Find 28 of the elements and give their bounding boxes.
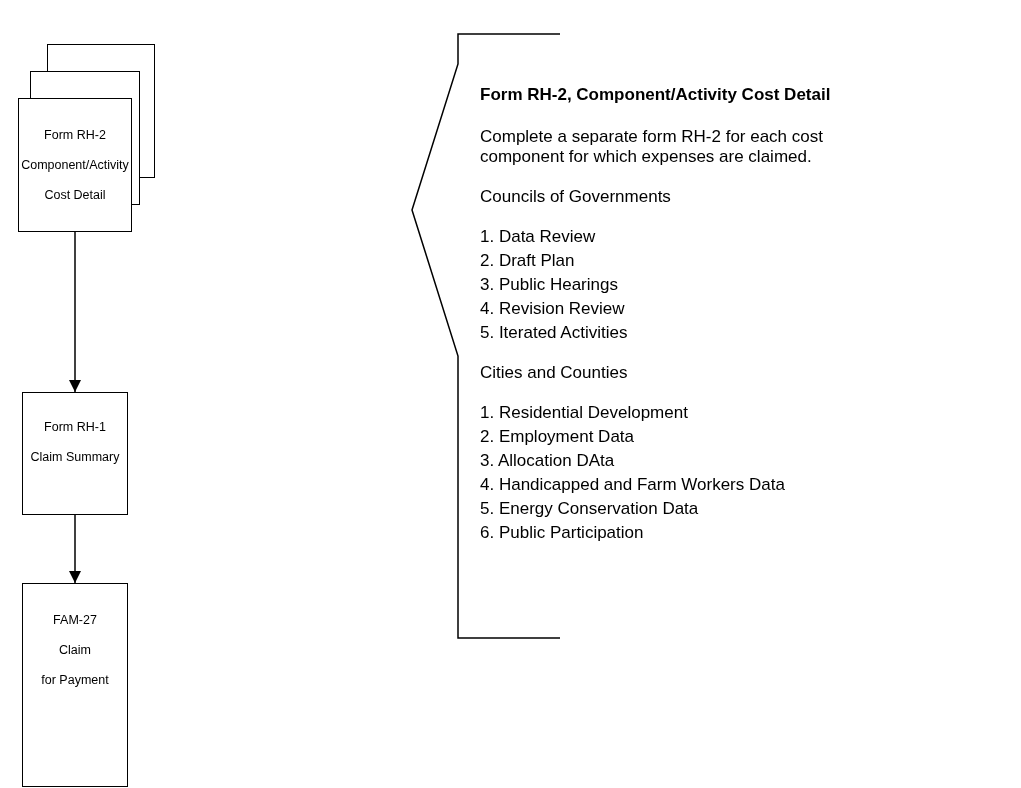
form-box bbox=[22, 392, 128, 515]
form-box bbox=[18, 98, 132, 232]
panel-text: Councils of Governments bbox=[480, 187, 672, 207]
box-text: FAM-27 bbox=[53, 612, 97, 628]
box-text: Form RH-2 bbox=[44, 127, 106, 143]
box-text: Claim bbox=[59, 642, 91, 658]
panel-text: 2. Employment Data bbox=[480, 427, 635, 447]
box-text: for Payment bbox=[41, 672, 109, 688]
panel-text: 5. Energy Conservation Data bbox=[480, 499, 700, 519]
box-text: Form RH-1 bbox=[44, 419, 106, 435]
panel-text: Complete a separate form RH-2 for each cost component for which expenses are claimed. bbox=[480, 127, 824, 167]
panel-text: 3. Public Hearings bbox=[480, 275, 619, 295]
panel-text: 3. Allocation DAta bbox=[480, 451, 616, 471]
arrow bbox=[69, 514, 81, 584]
box-text: Claim Summary bbox=[30, 449, 120, 465]
box-text: Component/Activity bbox=[21, 157, 129, 173]
panel-heading: Form RH-2, Component/Activity Cost Detail bbox=[480, 85, 832, 105]
panel-text: 1. Residential Development bbox=[480, 403, 689, 423]
panel-text: 4. Revision Review bbox=[480, 299, 626, 319]
form-box bbox=[22, 583, 128, 787]
panel-text: 5. Iterated Activities bbox=[480, 323, 629, 343]
panel-text: 1. Data Review bbox=[480, 227, 597, 247]
panel-text: 6. Public Participation bbox=[480, 523, 645, 543]
panel-text: 4. Handicapped and Farm Workers Data bbox=[480, 475, 786, 495]
arrow bbox=[69, 231, 81, 393]
panel-text: Cities and Counties bbox=[480, 363, 629, 383]
box-text: Cost Detail bbox=[44, 187, 106, 203]
panel-text: 2. Draft Plan bbox=[480, 251, 576, 271]
